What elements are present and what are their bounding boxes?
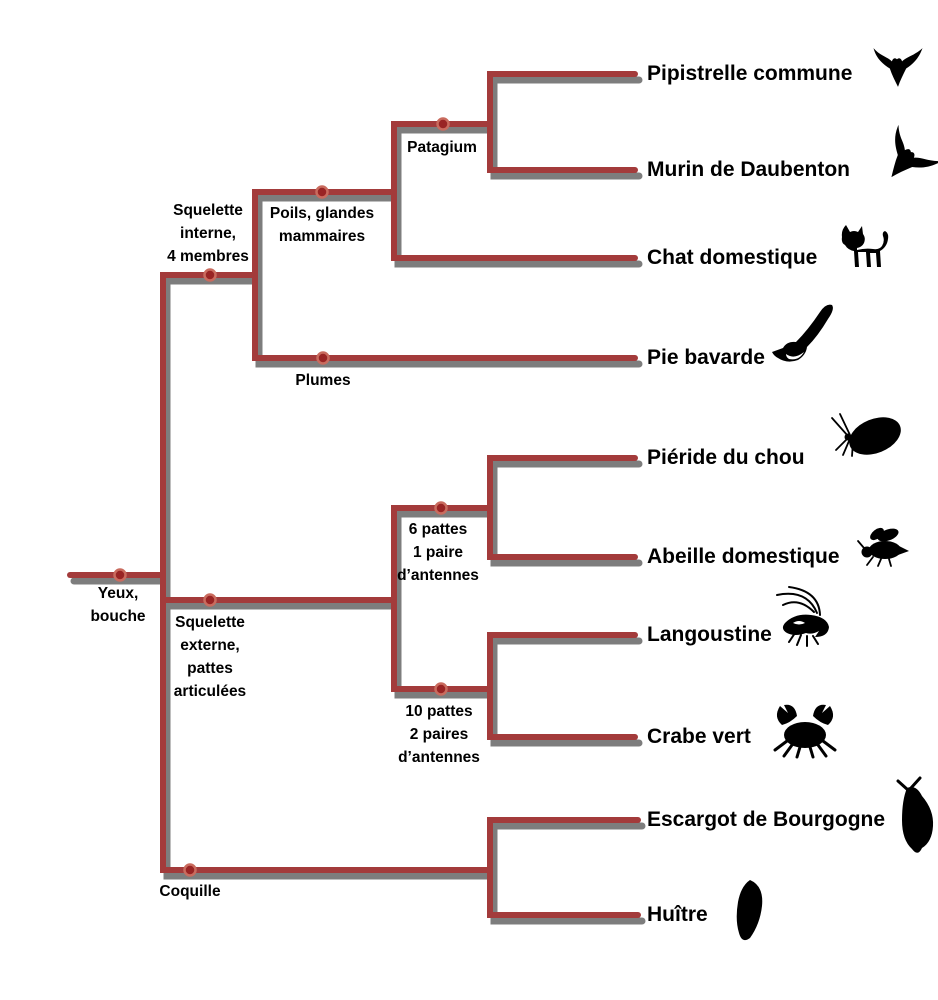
shadow-crustaces — [490, 637, 643, 747]
node-dix-pattes — [434, 682, 448, 696]
label-dix-pattes: 10 pattes 2 paires d’antennes — [398, 703, 480, 766]
branch-crustaces — [487, 632, 638, 740]
leaf-label-chat: Chat domestique — [647, 246, 818, 269]
branch-insectes — [487, 455, 638, 560]
label-plumes: Plumes — [295, 372, 351, 389]
label-squelette-externe: Squelette externe, pattes articulées — [173, 614, 247, 700]
node-squelette-externe — [203, 593, 217, 607]
snail-icon — [896, 776, 934, 853]
leaf-label-murin: Murin de Daubenton — [647, 158, 850, 181]
node-patagium — [436, 117, 450, 131]
shadow-insectes — [490, 460, 643, 567]
shadow-insectes-crustaces — [394, 510, 498, 699]
langoustine-icon — [776, 586, 829, 647]
node-plumes — [316, 351, 330, 365]
node-poils-glandes — [315, 185, 329, 199]
trait-nodes — [113, 117, 450, 877]
butterfly-icon — [831, 413, 901, 457]
leaf-label-pipistrelle: Pipistrelle commune — [647, 62, 853, 85]
leaf-label-escargot: Escargot de Bourgogne — [647, 808, 886, 831]
oyster-icon — [736, 880, 763, 941]
shadow-mammiferes-oiseaux — [255, 194, 643, 368]
node-squelette-interne — [203, 268, 217, 282]
label-six-pattes: 6 pattes 1 paire d’antennes — [397, 521, 479, 584]
label-coquille: Coquille — [159, 883, 221, 900]
shadow-mollusques — [490, 822, 646, 925]
branch-chauves-souris — [487, 71, 638, 173]
bat-flying-icon — [891, 124, 938, 178]
leaf-label-crabe: Crabe vert — [647, 725, 751, 748]
leaf-label-huitre: Huître — [647, 903, 708, 926]
label-squelette-interne: Squelette interne, 4 membres — [167, 202, 249, 265]
bat-icon — [873, 48, 923, 87]
node-coquille — [183, 863, 197, 877]
magpie-icon — [772, 304, 833, 362]
shadow-chauves-souris — [490, 76, 643, 180]
label-patagium: Patagium — [407, 139, 477, 156]
branch-mollusques — [487, 817, 641, 918]
node-six-pattes — [434, 501, 448, 515]
bee-icon — [857, 527, 909, 567]
label-poils-glandes: Poils, glandes mammaires — [269, 205, 375, 245]
cat-icon — [841, 225, 889, 267]
leaf-label-pie: Pie bavarde — [647, 346, 765, 369]
label-yeux-bouche: Yeux, bouche — [90, 585, 146, 625]
node-yeux-bouche — [113, 568, 127, 582]
crab-icon — [773, 704, 837, 759]
leaf-label-langoustine: Langoustine — [647, 623, 772, 646]
leaf-label-abeille: Abeille domestique — [647, 545, 840, 568]
leaf-label-pieride: Piéride du chou — [647, 446, 805, 469]
